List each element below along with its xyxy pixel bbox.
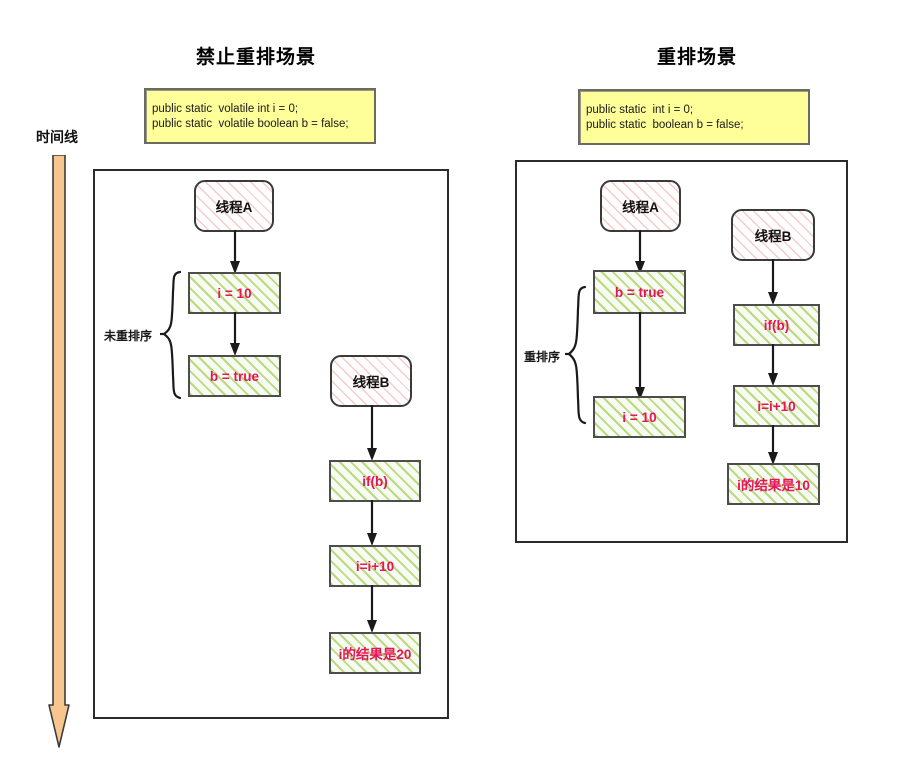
panel-title-no-reorder: 禁止重排场景 (196, 47, 317, 68)
panel-title-reorder: 重排场景 (657, 47, 738, 68)
node-thread-b-left[interactable]: 线程B (330, 355, 412, 407)
code-line: public static volatile int i = 0; (152, 103, 299, 115)
arrow-step2-to-step3-right-b (768, 425, 778, 465)
arrow-step1-to-step2-right (635, 312, 645, 400)
node-thread-a-right[interactable]: 线程A (600, 180, 681, 232)
node-thread-a-left[interactable]: 线程A (194, 180, 274, 232)
brace-label-reorder: 重排序 (524, 350, 561, 364)
timeline-label: 时间线 (36, 129, 78, 145)
arrow-step1-to-step2-right-b (768, 344, 778, 386)
node-step-left-b-3[interactable]: i的结果是20 (329, 632, 421, 674)
arrow-thread-a-to-step1-right (635, 230, 645, 274)
node-step-left-a-1[interactable]: i = 10 (188, 272, 281, 314)
code-block-no-reorder: public static volatile int i = 0; public… (144, 88, 376, 144)
node-step-right-b-2[interactable]: i=i+10 (733, 385, 820, 427)
brace-no-reorder (160, 270, 182, 400)
arrow-thread-a-to-step1-left (230, 230, 240, 274)
node-thread-b-right[interactable]: 线程B (731, 209, 815, 261)
node-step-left-b-1[interactable]: if(b) (329, 460, 421, 502)
node-step-right-b-1[interactable]: if(b) (733, 304, 820, 346)
timeline-arrow-icon (48, 155, 70, 748)
arrow-step2-to-step3-left-b (367, 585, 377, 633)
brace-reorder (565, 285, 587, 425)
node-step-right-b-3[interactable]: i的结果是10 (727, 463, 820, 505)
node-step-left-a-2[interactable]: b = true (188, 355, 281, 397)
code-line: public static volatile boolean b = false… (152, 118, 349, 130)
brace-label-no-reorder: 未重排序 (104, 329, 153, 343)
scenario-panel-no-reorder (93, 169, 449, 719)
code-line: public static boolean b = false; (586, 119, 744, 131)
arrow-thread-b-to-step1-right (768, 259, 778, 305)
code-block-reorder: public static int i = 0; public static b… (578, 89, 810, 145)
code-line: public static int i = 0; (586, 104, 694, 116)
arrow-step1-to-step2-left-b (367, 500, 377, 546)
node-step-right-a-2[interactable]: i = 10 (593, 396, 686, 438)
node-step-left-b-2[interactable]: i=i+10 (329, 545, 421, 587)
arrow-step1-to-step2-left (230, 312, 240, 356)
node-step-right-a-1[interactable]: b = true (593, 270, 686, 314)
arrow-thread-b-to-step1-left (367, 405, 377, 461)
